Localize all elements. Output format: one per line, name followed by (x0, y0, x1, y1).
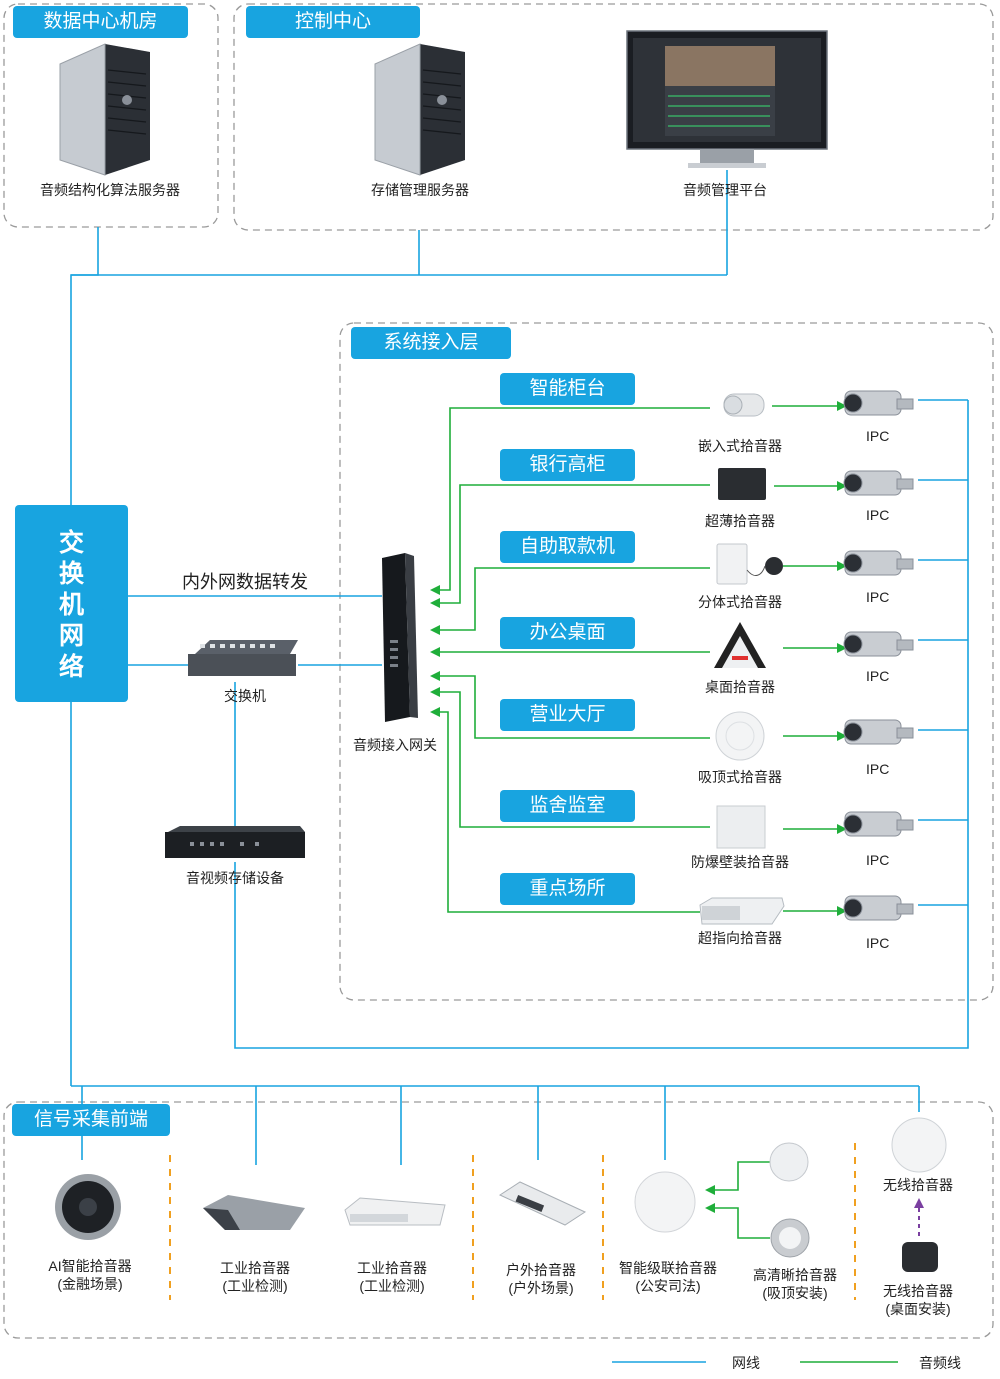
gateway-label: 音频接入网关 (353, 737, 437, 753)
front-end-item-sub: (公安司法) (635, 1278, 701, 1294)
switch-device-icon (188, 640, 298, 676)
scene-tag: 智能柜台 (500, 373, 635, 405)
front-end-title: 信号采集前端 (12, 1104, 170, 1136)
frame-control-center (233, 3, 994, 231)
switch-network-char: 络 (58, 653, 84, 681)
legend-network: 网线 (732, 1355, 760, 1371)
management-platform-label: 音频管理平台 (683, 182, 767, 198)
ipc-label: IPC (866, 935, 890, 951)
switch-network-char: 网 (58, 622, 84, 650)
split-mic-icon (716, 543, 783, 585)
desktop-mic-icon (714, 622, 766, 668)
wireless-desktop-mic-icon (902, 1242, 938, 1272)
scene-tag: 重点场所 (500, 873, 635, 905)
front-end-item-sub: (工业检测) (359, 1278, 425, 1294)
device-label: 超薄拾音器 (705, 513, 775, 529)
front-end-item: 无线拾音器 (桌面安装) (858, 1282, 978, 1318)
front-end-item: AI智能拾音器 (金融场景) (20, 1257, 160, 1293)
frame-data-center (3, 3, 219, 228)
front-end-item: 智能级联拾音器 (公安司法) (598, 1259, 738, 1295)
scene-tag: 营业大厅 (500, 699, 635, 731)
front-end-item-sub: (桌面安装) (885, 1301, 951, 1317)
frame-access-layer (339, 322, 994, 1001)
forward-label: 内外网数据转发 (182, 572, 308, 592)
front-end-item-sub: (户外场景) (508, 1280, 574, 1296)
av-storage-device-icon (165, 826, 305, 858)
device-label: 吸顶式拾音器 (698, 769, 782, 785)
switch-label: 交换机 (224, 688, 266, 704)
device-label: 嵌入式拾音器 (698, 438, 782, 454)
front-end-item-sub: (工业检测) (222, 1278, 288, 1294)
switch-network-char: 机 (58, 591, 84, 619)
algorithm-server-icon (59, 43, 150, 176)
scene-tag: 银行高柜 (500, 449, 635, 481)
scene-tag: 办公桌面 (500, 617, 635, 649)
ipc-label: IPC (866, 852, 890, 868)
front-end-item: 无线拾音器 (858, 1176, 978, 1194)
industrial-mic-2-icon (344, 1197, 446, 1226)
explosion-proof-mic-icon (716, 805, 766, 849)
management-platform-monitor-icon (626, 30, 828, 168)
front-end-item-name: 无线拾音器 (883, 1177, 953, 1193)
hd-mic-top-icon (769, 1142, 809, 1182)
algorithm-server-label: 音频结构化算法服务器 (40, 182, 180, 198)
front-end-item-name: 工业拾音器 (220, 1260, 290, 1276)
switch-network-box: 交 换 机 网 络 (15, 505, 128, 702)
scene-tag: 自助取款机 (500, 531, 635, 563)
embedded-mic-icon (723, 393, 765, 417)
outdoor-mic-icon (498, 1181, 587, 1226)
ai-mic-icon (55, 1174, 121, 1240)
front-end-item: 工业拾音器 (工业检测) (185, 1259, 325, 1295)
cascade-mic-icon (634, 1171, 696, 1233)
front-end-item-name: 户外拾音器 (506, 1262, 576, 1278)
front-end-item-name: 无线拾音器 (883, 1283, 953, 1299)
scene-tag: 监舍监室 (500, 790, 635, 822)
network-lines (70, 170, 969, 1363)
device-label: 桌面拾音器 (705, 679, 775, 695)
frame-front-end (3, 1101, 994, 1339)
ipc-label: IPC (866, 589, 890, 605)
storage-server-label: 存储管理服务器 (371, 182, 469, 198)
ipc-camera-icons (843, 390, 914, 921)
switch-network-char: 换 (58, 560, 84, 588)
front-end-item-sub: (吸顶安装) (762, 1285, 828, 1301)
audio-lines (430, 401, 898, 1363)
front-end-item-name: 高清晰拾音器 (753, 1267, 837, 1283)
directional-mic-icon (699, 897, 785, 925)
control-center-title: 控制中心 (246, 6, 420, 38)
device-label: 分体式拾音器 (698, 594, 782, 610)
front-end-item: 工业拾音器 (工业检测) (322, 1259, 462, 1295)
access-layer-title: 系统接入层 (351, 327, 511, 359)
front-end-item-name: 智能级联拾音器 (619, 1260, 717, 1276)
device-label: 防爆壁装拾音器 (691, 854, 789, 870)
ipc-label: IPC (866, 761, 890, 777)
front-end-item-name: AI智能拾音器 (48, 1258, 132, 1274)
storage-device-label: 音视频存储设备 (186, 870, 284, 886)
legend-audio: 音频线 (919, 1355, 961, 1371)
hd-mic-bottom-icon (770, 1218, 810, 1258)
ceiling-mic-icon (715, 711, 765, 761)
ipc-label: IPC (866, 428, 890, 444)
data-center-title: 数据中心机房 (13, 6, 188, 38)
storage-server-icon (374, 43, 465, 176)
switch-network-char: 交 (58, 529, 84, 557)
ultrathin-mic-icon (718, 468, 766, 500)
front-end-separators (169, 1143, 856, 1300)
ipc-label: IPC (866, 668, 890, 684)
front-end-item: 户外拾音器 (户外场景) (471, 1261, 611, 1297)
front-end-item-name: 工业拾音器 (357, 1260, 427, 1276)
wireless-mic-icon (891, 1117, 947, 1173)
industrial-mic-1-icon (203, 1195, 305, 1230)
audio-gateway-icon (382, 553, 418, 722)
ipc-label: IPC (866, 507, 890, 523)
front-end-item: 高清晰拾音器 (吸顶安装) (725, 1266, 865, 1302)
front-end-item-sub: (金融场景) (57, 1276, 123, 1292)
device-label: 超指向拾音器 (698, 930, 782, 946)
